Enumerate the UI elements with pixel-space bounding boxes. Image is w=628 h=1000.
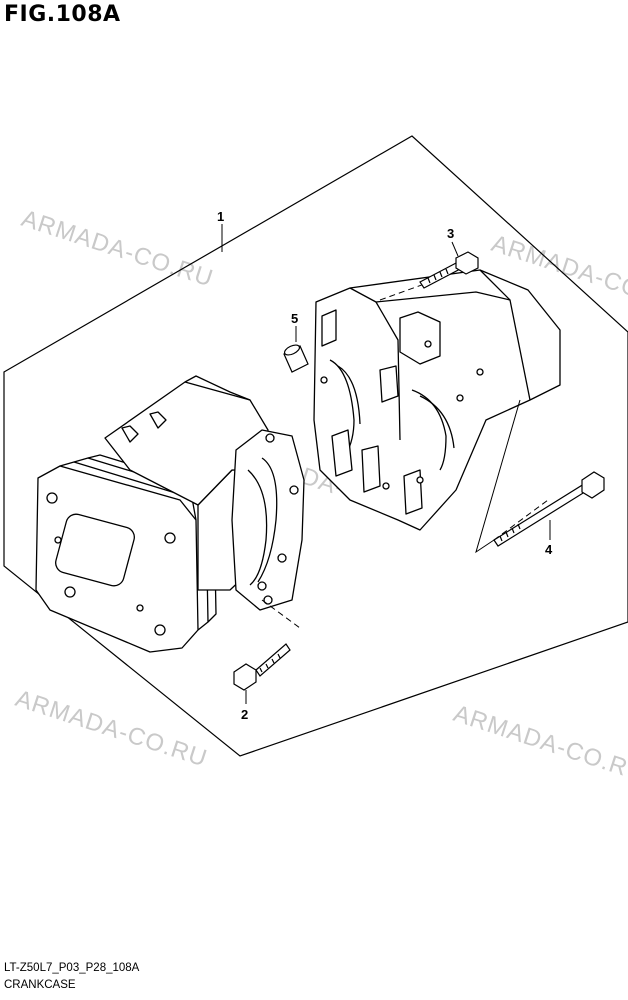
bolt-part-3 xyxy=(419,251,479,289)
callout-2: 2 xyxy=(241,707,248,722)
watermark-text: ARMADA-CO.RU xyxy=(18,205,217,292)
callout-3: 3 xyxy=(447,226,454,241)
figure-title: FIG.108A xyxy=(4,2,121,27)
bolt-part-2 xyxy=(233,643,291,691)
assembly-guide-2 xyxy=(261,599,301,629)
assembly-boundary xyxy=(3,135,628,757)
figure-name: CRANKCASE xyxy=(4,979,76,991)
watermark-text: ARMADA-CO.RU xyxy=(12,685,211,772)
callout-5: 5 xyxy=(291,311,298,326)
assembly-guide-4b xyxy=(493,499,549,541)
assembly-guide-4 xyxy=(475,399,521,554)
crankcase-right-half xyxy=(313,269,561,531)
figure-code: LT-Z50L7_P03_P28_108A xyxy=(4,962,140,974)
watermark-text: ARMADA-CO.RU xyxy=(450,700,628,787)
crankcase-left-half xyxy=(35,375,305,653)
callout-4: 4 xyxy=(545,542,553,557)
callout-1: 1 xyxy=(217,209,224,224)
bolt-part-4 xyxy=(493,471,605,547)
dowel-pin-part-5 xyxy=(283,344,309,373)
leader-line-3 xyxy=(451,241,459,257)
